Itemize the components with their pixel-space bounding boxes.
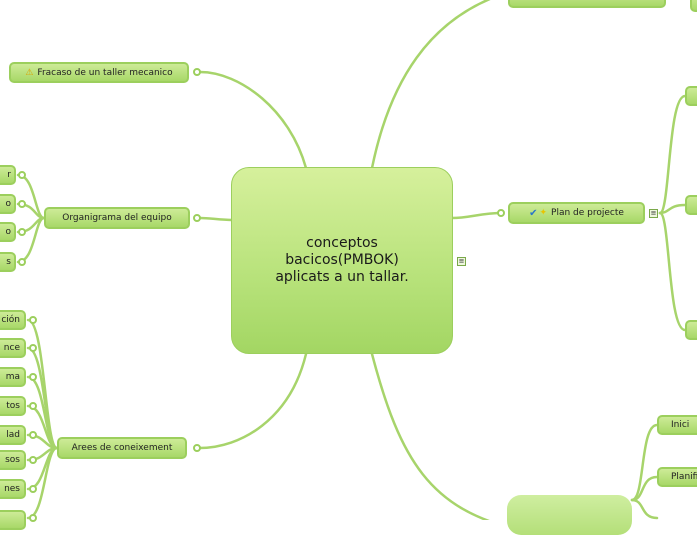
arees-child-label: lad xyxy=(6,430,20,440)
arees-child[interactable]: nce xyxy=(0,338,26,358)
topic-organigrama-label: Organigrama del equipo xyxy=(62,213,172,223)
collapse-dot[interactable] xyxy=(29,344,37,352)
organigrama-child-label: o xyxy=(5,199,11,209)
arees-child[interactable]: ción xyxy=(0,310,26,330)
collapse-dot[interactable] xyxy=(193,68,201,76)
topic-fracaso-label: Fracaso de un taller mecanico xyxy=(37,67,173,78)
topic-plan-label: Plan de projecte xyxy=(551,208,624,218)
arees-child-label: tos xyxy=(6,401,20,411)
arees-child[interactable]: sos xyxy=(0,450,26,470)
arees-child[interactable] xyxy=(0,510,26,530)
collapse-dot[interactable] xyxy=(29,402,37,410)
top-right-node[interactable] xyxy=(508,0,666,8)
arees-child-label: sos xyxy=(5,455,20,465)
warning-icon: ⚠ xyxy=(25,67,34,78)
topic-arees[interactable]: Arees de coneixement xyxy=(57,437,187,459)
collapse-dot[interactable] xyxy=(497,209,505,217)
topic-organigrama[interactable]: Organigrama del equipo xyxy=(44,207,190,229)
topic-inici-label: Inici xyxy=(671,420,690,430)
top-right-edge-node[interactable] xyxy=(690,0,697,12)
central-menu-icon[interactable]: ≡ xyxy=(457,257,466,266)
collapse-dot[interactable] xyxy=(29,373,37,381)
arees-child-label: nce xyxy=(3,343,20,353)
collapse-dot[interactable] xyxy=(29,456,37,464)
topic-plan[interactable]: ✔ ✦ Plan de projecte xyxy=(508,202,645,224)
collapse-dot[interactable] xyxy=(193,214,201,222)
arees-child-label: ma xyxy=(5,372,20,382)
connector-bottom-right xyxy=(370,352,490,520)
collapse-dot[interactable] xyxy=(193,444,201,452)
organigrama-child-label: s xyxy=(6,257,11,267)
plan-child[interactable] xyxy=(685,320,697,340)
collapse-dot[interactable] xyxy=(29,316,37,324)
organigrama-child[interactable]: s xyxy=(0,252,16,272)
connector-top-right xyxy=(370,0,491,170)
arees-child-label: nes xyxy=(4,484,20,494)
organigrama-child[interactable]: r xyxy=(0,165,16,185)
lightbulb-icon: ✦ xyxy=(539,208,548,218)
topic-planif-label: Planifi xyxy=(671,472,697,482)
organigrama-child-label: o xyxy=(5,227,11,237)
connector-plan xyxy=(450,211,505,220)
arees-child[interactable]: lad xyxy=(0,425,26,445)
organigrama-child[interactable]: o xyxy=(0,222,16,242)
collapse-dot[interactable] xyxy=(29,485,37,493)
organigrama-child-label: r xyxy=(7,170,11,180)
collapse-dot[interactable] xyxy=(18,228,26,236)
topic-planif[interactable]: Planifi xyxy=(657,467,697,487)
collapse-dot[interactable] xyxy=(29,514,37,522)
collapse-dot[interactable] xyxy=(29,431,37,439)
topic-fracaso[interactable]: ⚠ Fracaso de un taller mecanico xyxy=(9,62,189,83)
arees-child[interactable]: tos xyxy=(0,396,26,416)
connector-fracaso xyxy=(198,70,308,170)
arees-child[interactable]: nes xyxy=(0,479,26,499)
arees-child[interactable]: ma xyxy=(0,367,26,387)
central-topic[interactable]: conceptos bacicos(PMBOK) aplicats a un t… xyxy=(231,167,453,354)
arees-child-label: ción xyxy=(1,315,20,325)
plan-child[interactable] xyxy=(685,195,697,215)
topic-inici[interactable]: Inici xyxy=(657,415,697,435)
bottom-right-topic[interactable] xyxy=(507,495,632,535)
collapse-dot[interactable] xyxy=(18,171,26,179)
connector-organigrama xyxy=(198,216,234,222)
plan-child[interactable] xyxy=(685,86,697,106)
organigrama-child[interactable]: o xyxy=(0,194,16,214)
check-icon: ✔ xyxy=(529,207,538,219)
collapse-dot[interactable] xyxy=(18,258,26,266)
plan-menu-icon[interactable]: ≡ xyxy=(649,209,658,218)
central-topic-title: conceptos bacicos(PMBOK) aplicats a un t… xyxy=(275,235,409,285)
connector-arees xyxy=(198,352,308,450)
topic-arees-label: Arees de coneixement xyxy=(71,443,173,453)
collapse-dot[interactable] xyxy=(18,200,26,208)
